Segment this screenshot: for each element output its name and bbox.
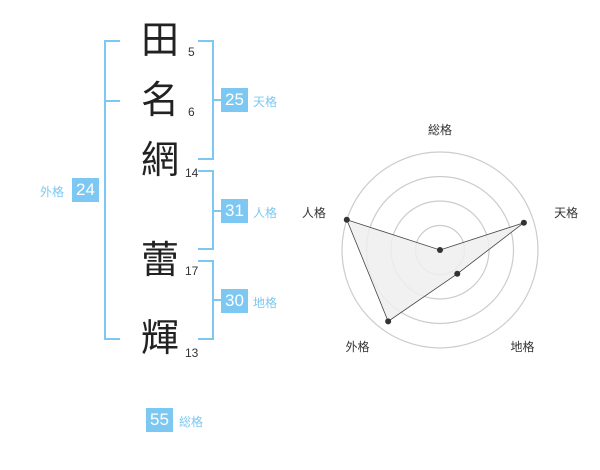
chikaku-label: 地格 [253, 296, 278, 310]
soukaku-score: 55 [146, 408, 173, 432]
stroke-count-5: 13 [185, 346, 199, 360]
radar-area [346, 219, 525, 322]
radar-point-1 [437, 247, 443, 253]
chikaku-score: 30 [221, 289, 248, 313]
stroke-count-2: 6 [188, 105, 195, 119]
name-char-3: 網 [140, 138, 179, 182]
tenkaku-label: 天格 [253, 95, 278, 109]
stroke-count-3: 14 [185, 166, 199, 180]
radar-axis-label-5: 人格 [302, 205, 326, 220]
jinkaku-score: 31 [221, 199, 248, 223]
name-char-4: 蕾 [140, 238, 179, 282]
chikaku-bracket-tick [212, 299, 222, 301]
radar-axis-label-3: 地格 [511, 339, 535, 354]
name-char-2: 名 [140, 78, 179, 122]
name-char-1: 田 [140, 18, 179, 62]
radar-point-2 [520, 219, 527, 226]
jinkaku-label: 人格 [253, 206, 278, 220]
radar-point-5 [343, 216, 350, 223]
gaikaku-bracket [104, 40, 120, 340]
name-char-5: 輝 [140, 316, 179, 360]
radar-axis-label-1: 総格 [428, 122, 452, 137]
stroke-count-4: 17 [185, 264, 199, 278]
gaikaku-score: 24 [72, 178, 99, 202]
gaikaku-bracket-tick [104, 100, 120, 102]
tenkaku-score: 25 [221, 88, 248, 112]
jinkaku-bracket-tick [212, 210, 222, 212]
radar-ring-4 [341, 151, 539, 349]
radar-point-4 [385, 318, 392, 325]
soukaku-label: 総格 [179, 415, 204, 429]
gaikaku-label: 外格 [40, 185, 65, 199]
radar-axis-label-4: 外格 [345, 339, 369, 354]
stroke-count-1: 5 [188, 45, 195, 59]
radar-point-3 [454, 270, 461, 277]
tenkaku-bracket-tick [212, 99, 222, 101]
radar-axis-label-2: 天格 [554, 205, 578, 220]
